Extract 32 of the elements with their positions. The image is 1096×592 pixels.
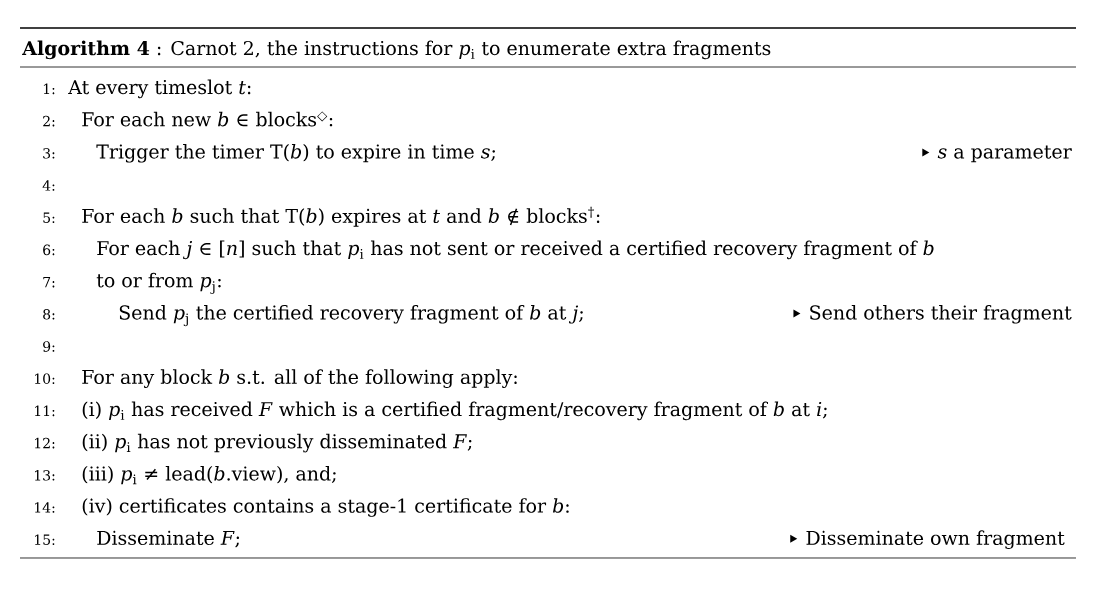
algorithm-line: (iii) p$_{i}$ ≠ lead(b.view), and; [82, 465, 336, 485]
algorithm-line: Trigger the timer T(b) to expire in time s; [96, 143, 495, 163]
line-number: 2: [43, 115, 55, 127]
comment: Send others their fragment [810, 304, 1072, 324]
line-number: 7: [43, 277, 55, 288]
algorithm-line: (ii) p$_{i}$ has not previously disseminated F; [82, 433, 472, 453]
line-number: 11: [35, 405, 55, 417]
line-number: 13: [35, 470, 55, 481]
algorithm-line: (i) p$_{i}$ has received F which is a certified fragment/recovery fragment of b at i; [82, 401, 827, 421]
algorithm-line: At every timeslot t: [68, 79, 251, 99]
line-number: 15: [35, 534, 55, 545]
line-number: 3: [43, 148, 55, 159]
line-number: 14: [35, 502, 55, 513]
algorithm-line: Disseminate F; [97, 530, 240, 548]
algorithm-line: For each new b ∈ blocks$^{◇}$: [82, 111, 333, 127]
line-number: 9: [43, 341, 55, 352]
algorithm-line: (iv) certificates contains a stage-1 certificate for b: [82, 498, 569, 517]
algorithm-title: Algorithm 4 : Carnot 2, the instructions for p$_{i}$ to enumerate extra fragments [22, 40, 771, 60]
algorithm-line: to or from p$_{j}$: [96, 272, 221, 294]
line-number: 5: [43, 212, 55, 223]
algorithm-line: For each j ∈ [n] such that p$_{i}$ has not sent or received a certified recovery fragment of b [97, 240, 934, 260]
algorithm-line: For each b such that T(b) expires at t and b ∉ blocks$^{†}$: [82, 206, 600, 227]
comment: Disseminate own fragment [806, 530, 1065, 549]
line-number: 6: [43, 244, 55, 256]
algorithm-line: Send p$_{j}$ the certified recovery fragment of b atj; [119, 304, 583, 327]
line-number: 1: [43, 83, 55, 95]
comment: s a parameter [937, 145, 1072, 163]
algorithm-line: For any block b s.t. all of the following apply: [82, 369, 517, 388]
line-number: 8: [43, 309, 55, 320]
line-number: 10: [35, 373, 55, 384]
line-number: 4: [42, 180, 55, 191]
line-number: 12: [35, 437, 55, 449]
